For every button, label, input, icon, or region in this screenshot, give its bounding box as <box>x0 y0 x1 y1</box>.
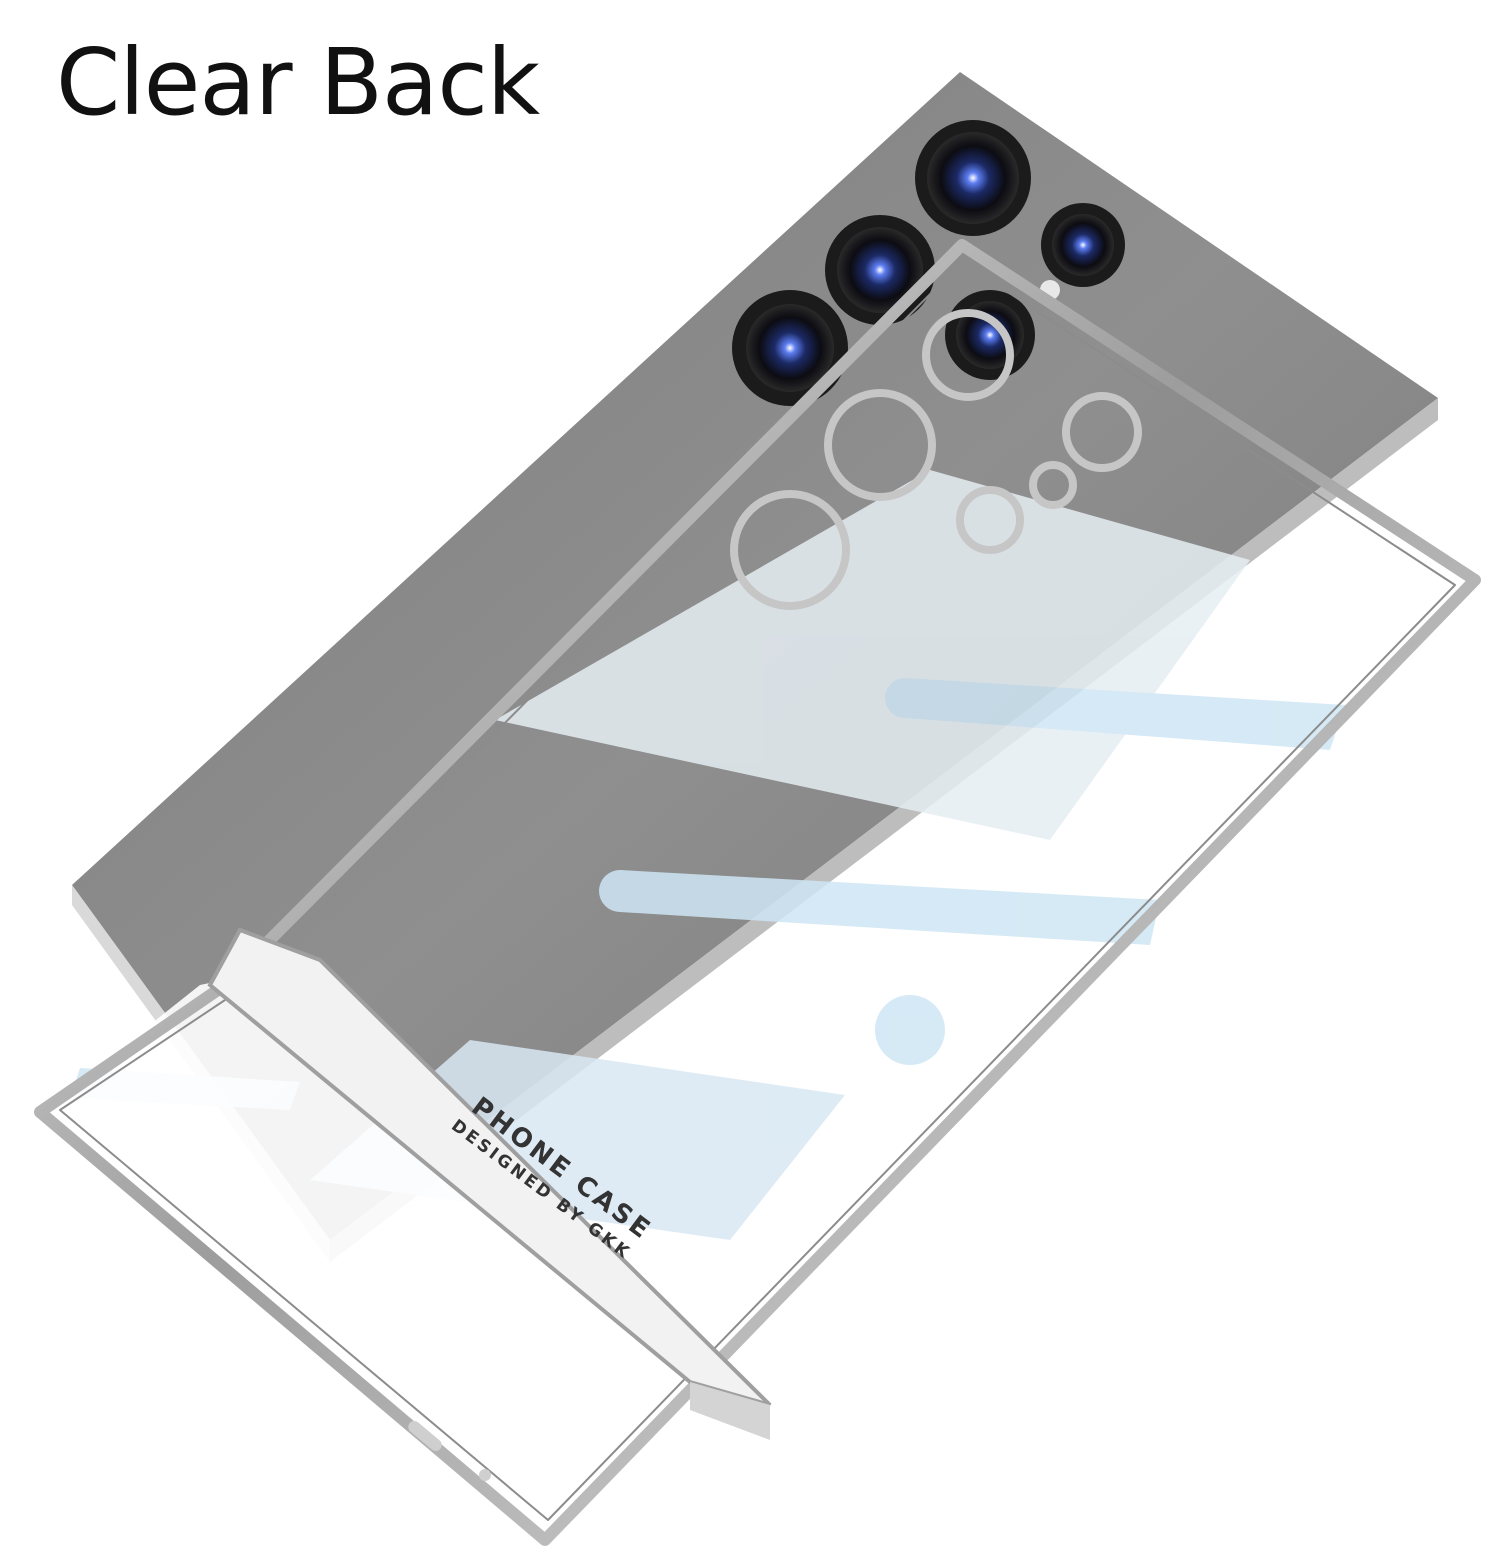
camera-lens-icon <box>825 215 935 325</box>
camera-lens-icon <box>1041 203 1125 287</box>
camera-lens-icon <box>945 290 1035 380</box>
headline: Clear Back <box>56 29 540 136</box>
case-camera-cutouts <box>730 309 1142 610</box>
case-frame <box>34 239 1481 1546</box>
camera-lens-icon <box>915 120 1031 236</box>
camera-lens-icon <box>732 290 848 406</box>
port-cutouts <box>408 1421 491 1481</box>
case-bottom-area <box>40 960 770 1540</box>
